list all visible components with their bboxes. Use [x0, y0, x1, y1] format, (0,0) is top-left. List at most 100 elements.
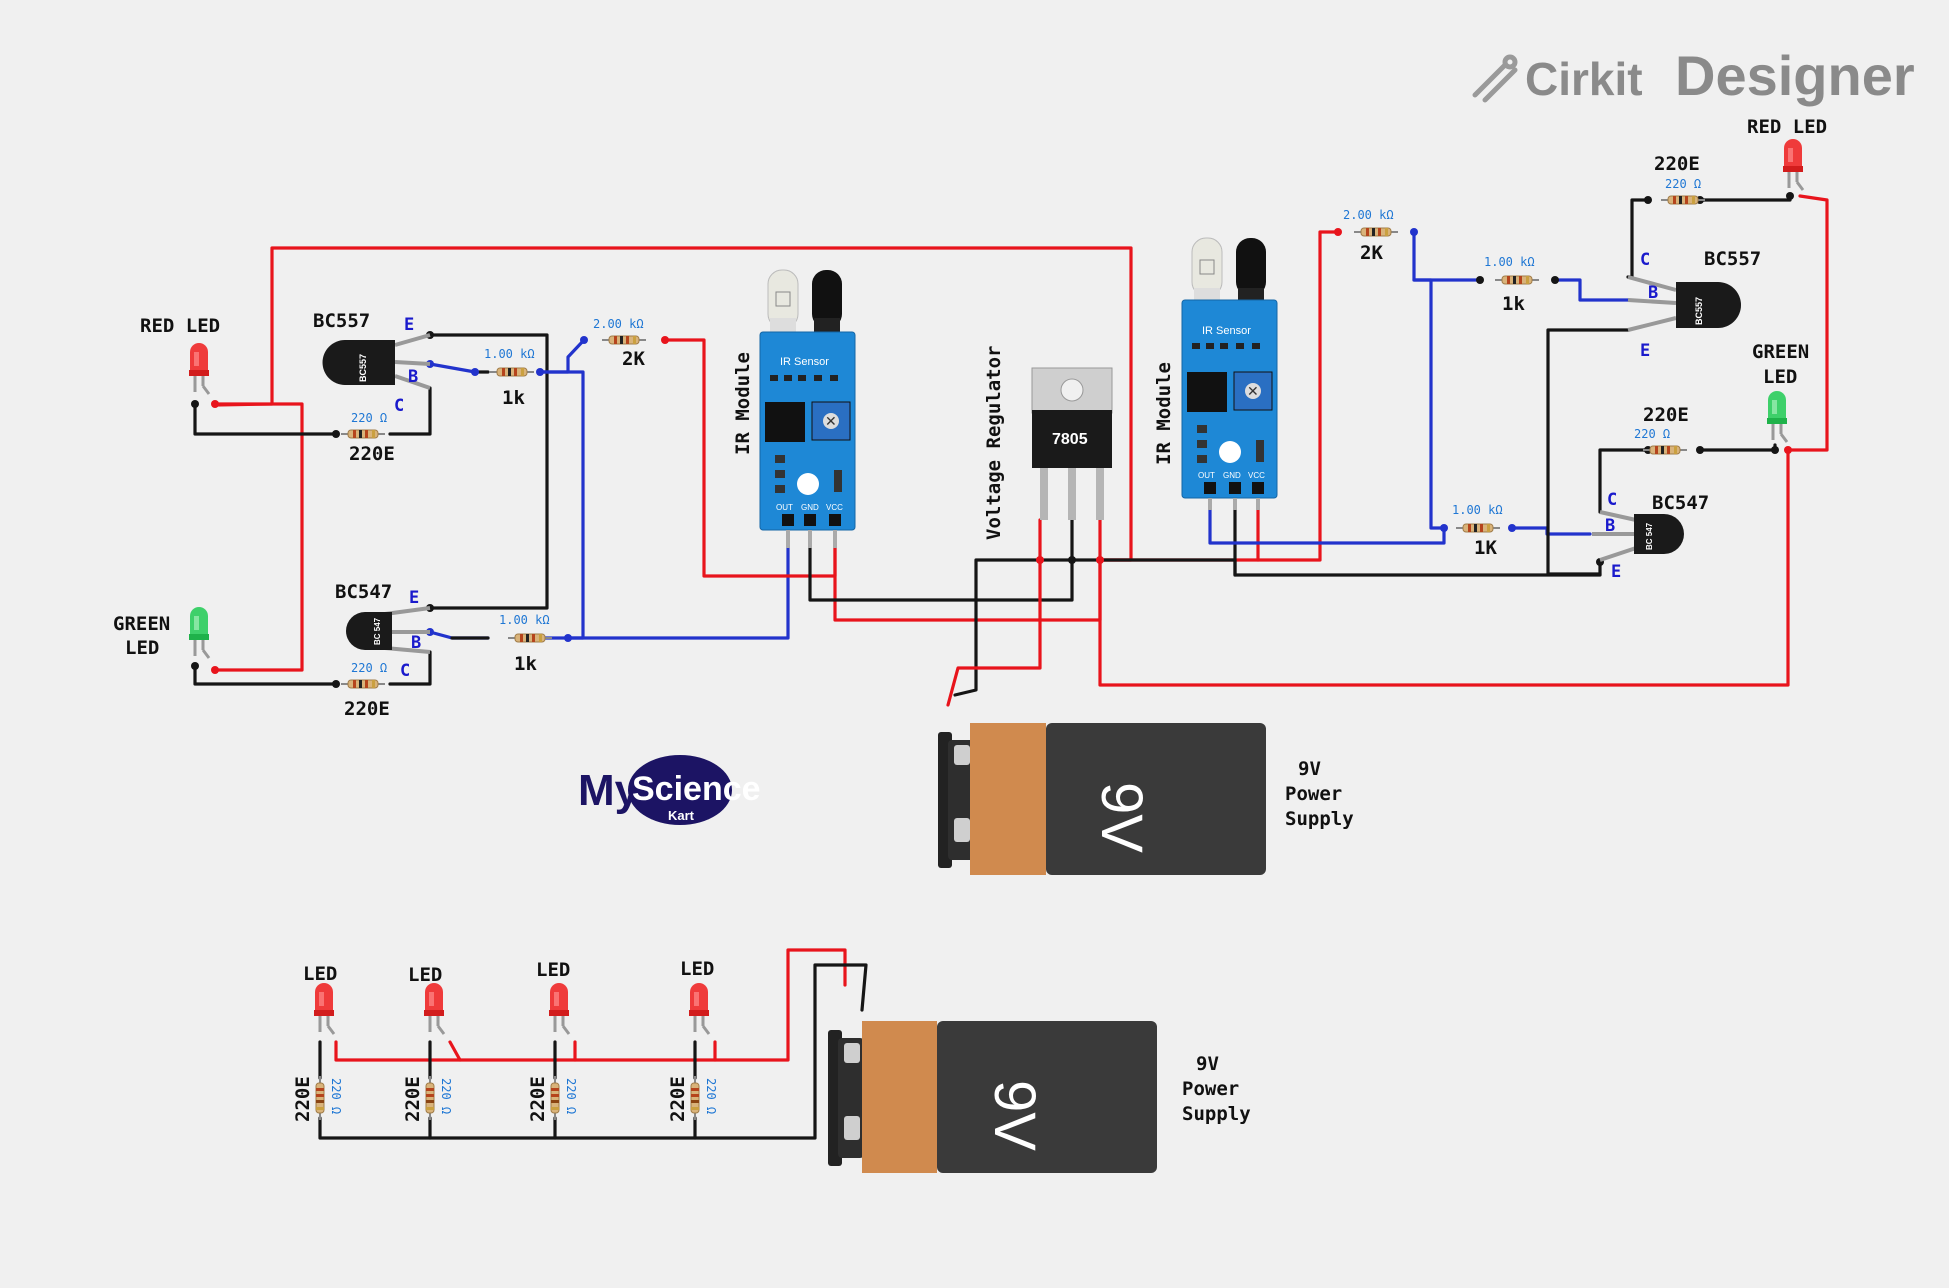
- left-resistor-2k[interactable]: [601, 335, 647, 345]
- right-bc547-pin-e: E: [1611, 562, 1621, 582]
- right-r-1k-bot-name: 1K: [1474, 537, 1497, 559]
- designer-text: Designer: [1675, 44, 1915, 107]
- left-bc557-pin-e: E: [404, 315, 414, 335]
- right-bc547-pin-b: B: [1605, 516, 1615, 536]
- bottom-r2-name: 220E: [402, 1076, 424, 1122]
- right-resistor-1k-top[interactable]: [1494, 275, 1540, 285]
- right-r-2k-name: 2K: [1360, 242, 1383, 264]
- bottom-led-3[interactable]: [547, 981, 571, 1036]
- left-r4-value: 1.00 kΩ: [499, 613, 550, 627]
- cirkit-logo-icon: [1472, 54, 1518, 103]
- left-red-led[interactable]: [187, 341, 211, 396]
- bottom-led-1[interactable]: [312, 981, 336, 1036]
- ir1-pin-vcc: VCC: [826, 503, 843, 512]
- myscience-kart-logo: My Science Kart: [578, 755, 761, 825]
- logo-kart: Kart: [668, 808, 695, 823]
- right-r-220-bot-value: 220 Ω: [1634, 427, 1670, 441]
- bottom-resistor-4[interactable]: [690, 1075, 700, 1121]
- left-resistor-1k-bottom[interactable]: [507, 633, 553, 643]
- left-r1-value: 220 Ω: [351, 411, 387, 425]
- right-r-1k-top-value: 1.00 kΩ: [1484, 255, 1535, 269]
- ir2-sensor-text: IR Sensor: [1202, 325, 1251, 337]
- right-red-led[interactable]: [1781, 137, 1805, 192]
- left-bc557-transistor[interactable]: BC557: [322, 333, 431, 390]
- left-r3-value: 1.00 kΩ: [484, 347, 535, 361]
- left-resistor-1k-top[interactable]: [489, 367, 535, 377]
- right-bc547-label: BC547: [1652, 492, 1709, 514]
- ir1-pin-gnd: GND: [801, 503, 819, 512]
- right-bc547-pin-c: C: [1607, 490, 1617, 510]
- ir-module-2[interactable]: IR Sensor ✕ OUT GND VCC: [1181, 237, 1278, 510]
- left-r3-name: 1k: [502, 387, 525, 409]
- battery-9v-bottom[interactable]: 9V: [828, 1021, 1157, 1173]
- left-bc557-label: BC557: [313, 310, 370, 332]
- right-green-led-label-1: GREEN: [1752, 341, 1809, 363]
- bottom-led-2[interactable]: [422, 981, 446, 1036]
- left-bc547-label: BC547: [335, 581, 392, 603]
- bottom-r1-value: 220 Ω: [329, 1078, 343, 1114]
- ir-module-2-label: IR Module: [1153, 362, 1175, 465]
- right-bc547-transistor[interactable]: BC 547: [1592, 510, 1684, 562]
- left-r5-value: 2.00 kΩ: [593, 317, 644, 331]
- bottom-led-3-label: LED: [536, 959, 570, 981]
- left-bc547-pin-e: E: [409, 588, 419, 608]
- right-r-1k-bot-value: 1.00 kΩ: [1452, 503, 1503, 517]
- battery-bottom-text: 9V: [982, 1080, 1047, 1151]
- battery-9v-top[interactable]: 9V: [938, 723, 1266, 875]
- bottom-r4-name: 220E: [667, 1076, 689, 1122]
- left-r2-value: 220 Ω: [351, 661, 387, 675]
- left-bc557-chip-text: BC557: [358, 354, 368, 382]
- ir2-pin-out: OUT: [1198, 471, 1215, 480]
- left-green-led[interactable]: [187, 605, 211, 660]
- bottom-led-4[interactable]: [687, 981, 711, 1036]
- supply-1-line-1: 9V: [1298, 758, 1321, 780]
- bottom-led-4-label: LED: [680, 958, 714, 980]
- bottom-r4-value: 220 Ω: [704, 1078, 718, 1114]
- right-green-led-label-2: LED: [1763, 366, 1797, 388]
- supply-2-line-3: Supply: [1182, 1103, 1251, 1125]
- ir-module-1-label: IR Module: [732, 352, 754, 455]
- left-r1-name: 220E: [349, 443, 395, 465]
- right-r-1k-top-name: 1k: [1502, 293, 1525, 315]
- ir1-pin-out: OUT: [776, 503, 793, 512]
- left-resistor-220e-top[interactable]: [340, 429, 386, 439]
- logo-my: My: [578, 766, 640, 815]
- right-r-220-top-value: 220 Ω: [1665, 177, 1701, 191]
- left-bc547-transistor[interactable]: BC 547: [346, 606, 431, 654]
- left-resistor-220e-bottom[interactable]: [340, 679, 386, 689]
- bottom-r3-name: 220E: [527, 1076, 549, 1122]
- right-r-2k-value: 2.00 kΩ: [1343, 208, 1394, 222]
- bottom-resistor-3[interactable]: [550, 1075, 560, 1121]
- voltage-regulator-label: Voltage Regulator: [983, 346, 1005, 540]
- bottom-r2-value: 220 Ω: [439, 1078, 453, 1114]
- logo-science: Science: [632, 770, 761, 808]
- voltage-regulator-7805[interactable]: 7805: [1031, 367, 1113, 520]
- right-green-led[interactable]: [1765, 389, 1789, 444]
- bottom-resistor-1[interactable]: [315, 1075, 325, 1121]
- bottom-led-1-label: LED: [303, 963, 337, 985]
- cirkit-text: Cirkit: [1525, 53, 1643, 105]
- right-bc547-chip-text: BC 547: [1645, 522, 1654, 550]
- ir-module-1[interactable]: IR Sensor ✕ OUT GND VCC: [759, 269, 856, 548]
- wires: [193, 193, 1829, 1140]
- supply-2-line-1: 9V: [1196, 1053, 1219, 1075]
- left-bc547-pin-c: C: [400, 661, 410, 681]
- left-bc547-pin-b: B: [411, 633, 421, 653]
- bottom-r3-value: 220 Ω: [564, 1078, 578, 1114]
- left-green-led-label-2: LED: [125, 637, 159, 659]
- bottom-r1-name: 220E: [292, 1076, 314, 1122]
- right-bc557-transistor[interactable]: BC557: [1627, 275, 1741, 332]
- right-r-220-top-name: 220E: [1654, 153, 1700, 175]
- left-green-led-label-1: GREEN: [113, 613, 170, 635]
- left-bc557-pin-c: C: [394, 396, 404, 416]
- right-resistor-1k-bottom[interactable]: [1455, 523, 1501, 533]
- bottom-resistor-2[interactable]: [425, 1075, 435, 1121]
- right-bc557-pin-e: E: [1640, 341, 1650, 361]
- right-resistor-2k[interactable]: [1353, 227, 1399, 237]
- svg-text:✕: ✕: [825, 413, 837, 429]
- ir2-pin-gnd: GND: [1223, 471, 1241, 480]
- left-bc557-pin-b: B: [408, 367, 418, 387]
- left-bc547-chip-text: BC 547: [373, 617, 382, 645]
